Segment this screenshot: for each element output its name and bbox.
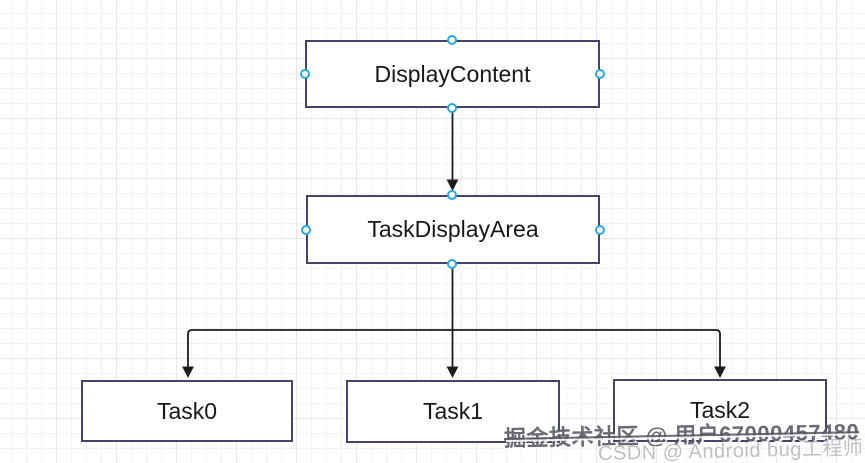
- node-label: DisplayContent: [374, 60, 531, 87]
- connection-handle[interactable]: [300, 69, 310, 79]
- connection-handle[interactable]: [447, 190, 457, 200]
- node-label: Task0: [156, 397, 218, 424]
- connection-handle[interactable]: [447, 259, 457, 269]
- node-label: Task2: [689, 397, 751, 423]
- connection-handle[interactable]: [447, 35, 457, 45]
- node-task0[interactable]: Task0: [81, 380, 293, 442]
- node-label: TaskDisplayArea: [367, 216, 539, 242]
- node-task1[interactable]: Task1: [346, 380, 560, 443]
- edge-taskdisplayarea-task0[interactable]: [182, 329, 453, 378]
- node-displaycontent[interactable]: DisplayContent: [305, 40, 600, 108]
- connection-handle[interactable]: [595, 225, 605, 235]
- edge-displaycontent-taskdisplayarea[interactable]: [446, 108, 459, 191]
- edge-taskdisplayarea-task2[interactable]: [452, 329, 726, 378]
- arrowhead: [182, 366, 194, 378]
- arrowhead: [714, 366, 726, 378]
- node-label: Task1: [422, 398, 484, 424]
- connection-handle[interactable]: [447, 103, 457, 113]
- edge-taskdisplayarea-task1[interactable]: [446, 264, 459, 378]
- node-taskdisplayarea[interactable]: TaskDisplayArea: [306, 195, 600, 264]
- node-task2[interactable]: Task2: [613, 379, 827, 442]
- arrowhead: [446, 366, 459, 378]
- connection-handle[interactable]: [595, 69, 605, 79]
- connection-handle[interactable]: [301, 225, 311, 235]
